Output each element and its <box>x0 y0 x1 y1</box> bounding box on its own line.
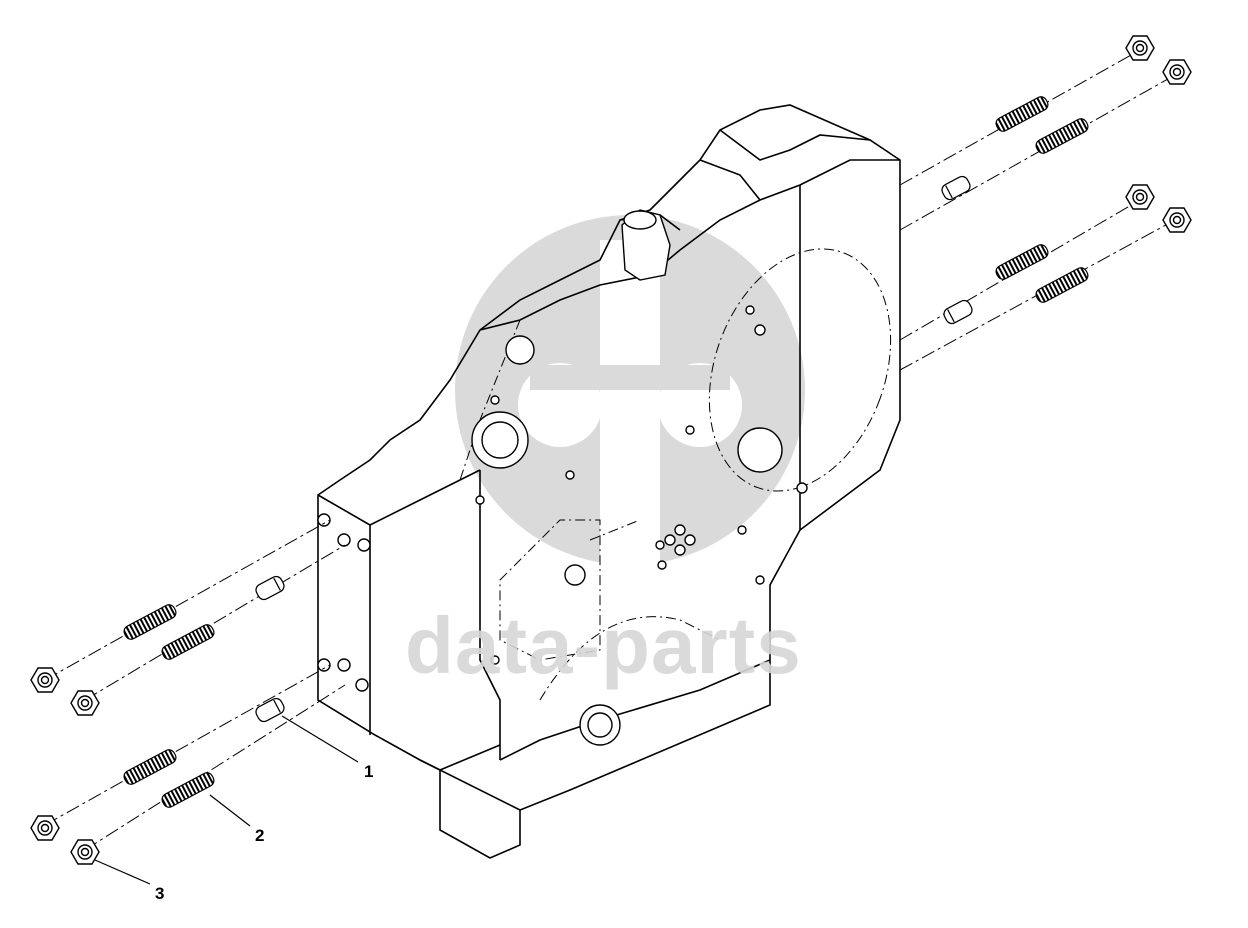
stud <box>123 604 177 640</box>
right-dowels <box>941 175 973 325</box>
left-nuts <box>30 667 100 865</box>
stud <box>995 244 1049 280</box>
stud <box>1035 118 1089 154</box>
callout-leaders <box>94 715 359 885</box>
right-studs <box>995 96 1089 303</box>
left-centerlines <box>44 519 346 851</box>
stud <box>995 96 1049 132</box>
callout-3: 3 <box>155 884 165 903</box>
stud <box>161 772 215 808</box>
callout-2: 2 <box>255 826 265 845</box>
housing-features <box>317 209 808 746</box>
stud <box>161 624 215 660</box>
watermark-logo <box>455 215 805 580</box>
left-dowels <box>255 575 285 723</box>
callout-1: 1 <box>364 762 374 781</box>
right-nuts <box>1125 35 1192 233</box>
stud <box>123 749 177 785</box>
left-studs <box>123 604 215 808</box>
stud <box>1035 267 1089 303</box>
